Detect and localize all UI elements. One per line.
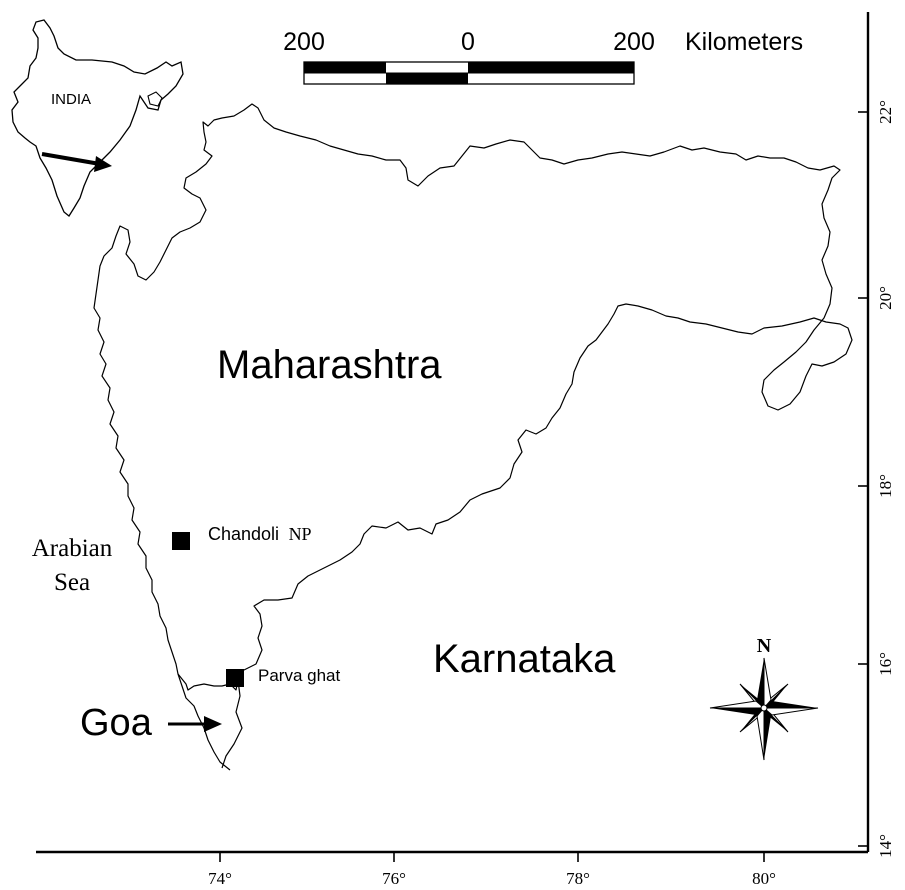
chandoli-site-label: Chandoli NP: [208, 524, 312, 544]
compass-point-e: [764, 701, 818, 708]
arabian-sea-label-line2: Sea: [54, 569, 90, 596]
compass-point-s-light: [756, 706, 765, 761]
india-inset: INDIA: [11, 19, 184, 217]
inset-pointer-arrow-head: [94, 156, 112, 172]
lat-label-16: 16°: [876, 652, 895, 676]
compass-point-e-light: [762, 707, 819, 716]
scale-seg-bottom-2: [386, 73, 468, 84]
scale-bar: 200 0 200 Kilometers: [283, 28, 803, 85]
maharashtra-outline: [93, 103, 853, 691]
lat-label-14: 14°: [876, 834, 895, 858]
scale-left-label: 200: [283, 28, 325, 56]
chandoli-suffix: NP: [289, 524, 312, 544]
scale-seg-top-1: [304, 62, 386, 73]
compass-point-n: [757, 658, 764, 708]
lat-label-18: 18°: [876, 474, 895, 498]
maharashtra-label: Maharashtra: [217, 343, 442, 387]
lon-label-80: 80°: [752, 869, 776, 888]
arabian-sea-label-line1: Arabian: [32, 535, 113, 562]
lon-label-76: 76°: [382, 869, 406, 888]
india-outline: [11, 19, 184, 217]
india-northeast: [147, 91, 163, 107]
scale-seg-top-3: [468, 62, 634, 73]
compass-north-label: N: [757, 635, 772, 657]
lat-label-22: 22°: [876, 100, 895, 124]
compass-point-w-light: [709, 700, 766, 709]
compass-rose: N: [709, 635, 819, 761]
lat-label-20: 20°: [876, 286, 895, 310]
scale-units-label: Kilometers: [685, 28, 803, 56]
latitude-axis: 22° 20° 18° 16° 14°: [858, 12, 895, 858]
longitude-axis: 74° 76° 78° 80°: [36, 850, 868, 888]
karnataka-label: Karnataka: [433, 637, 616, 681]
lon-label-78: 78°: [566, 869, 590, 888]
parva-ghat-site-marker: [226, 669, 244, 687]
chandoli-name: Chandoli: [208, 524, 279, 544]
goa-label: Goa: [80, 702, 153, 744]
goa-southern-border: [221, 679, 243, 769]
compass-point-n-light: [763, 657, 772, 710]
compass-point-s: [764, 708, 771, 760]
scale-center-label: 0: [461, 28, 475, 56]
compass-point-w: [710, 708, 764, 715]
lon-label-74: 74°: [208, 869, 232, 888]
inset-country-label: INDIA: [51, 91, 91, 108]
parva-ghat-site-label: Parva ghat: [258, 666, 340, 685]
chandoli-site-marker: [172, 532, 190, 550]
scale-right-label: 200: [613, 28, 655, 56]
goa-arrow-head: [204, 716, 222, 732]
compass-center: [760, 704, 768, 712]
goa-coastline: [177, 673, 231, 771]
inset-pointer-arrow-shaft: [41, 152, 101, 166]
